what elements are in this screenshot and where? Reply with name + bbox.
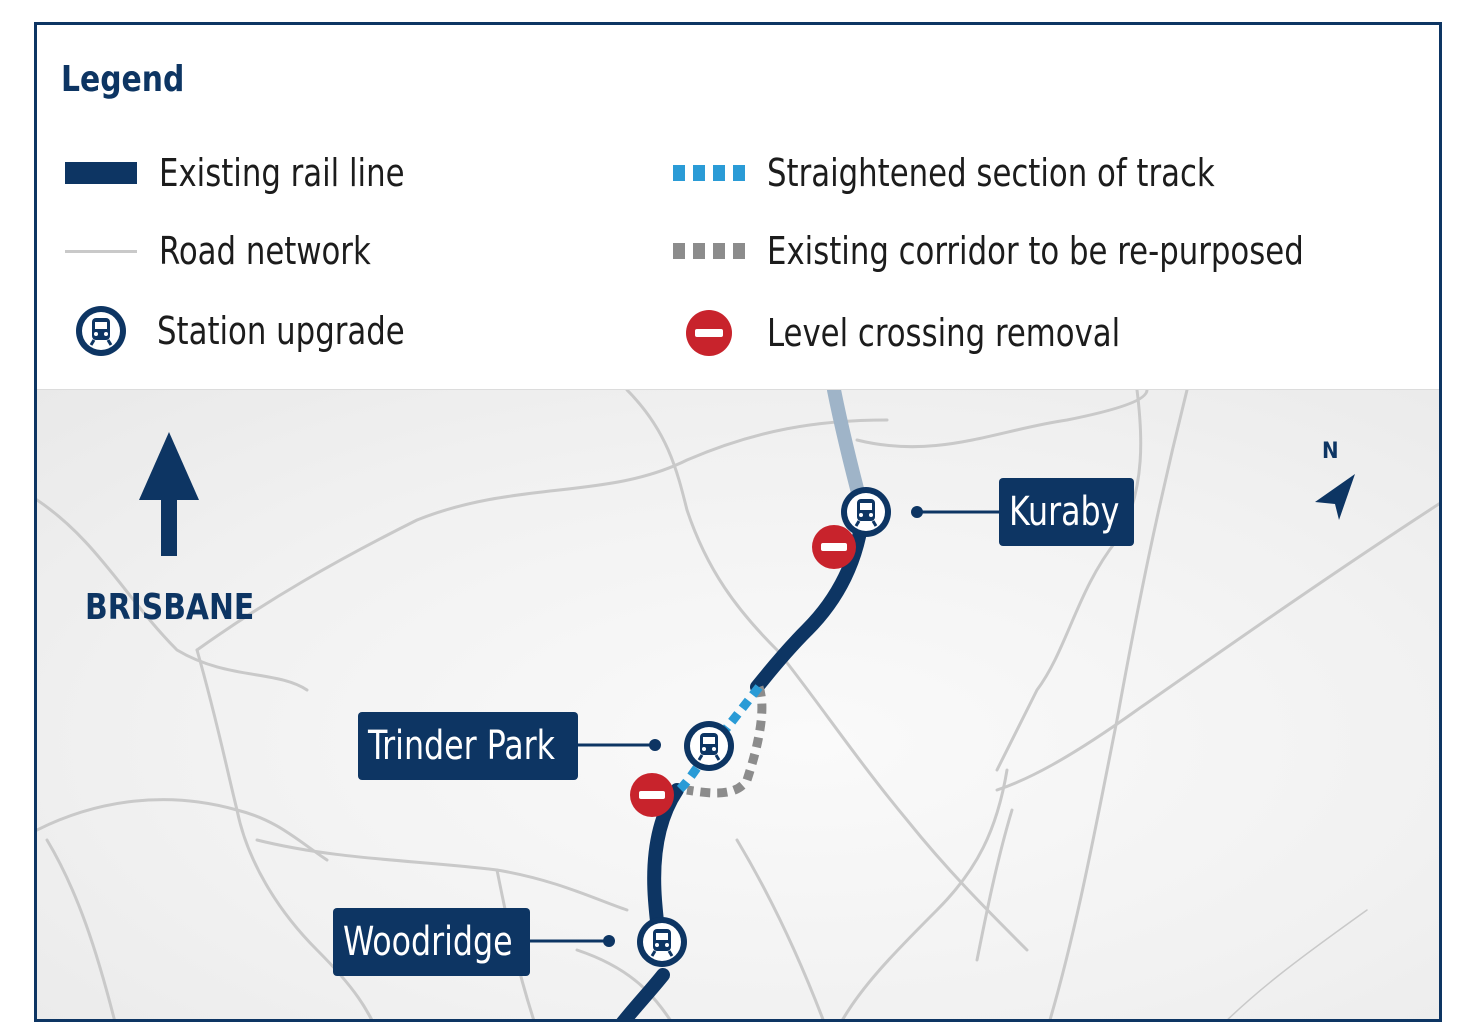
- trinder-park-station-icon[interactable]: [684, 721, 734, 771]
- grey-dashed-swatch: [673, 243, 745, 259]
- connector-dot: [603, 935, 615, 947]
- road: [995, 390, 1143, 772]
- legend-title: Legend: [61, 59, 185, 100]
- road: [37, 498, 309, 692]
- road: [255, 838, 629, 912]
- map-area: Kuraby Trinder Park Woodridge: [37, 390, 1439, 1019]
- station-label-trinder-park[interactable]: Trinder Park: [358, 712, 578, 780]
- brisbane-direction-label: BRISBANE: [85, 587, 255, 628]
- road-line-swatch: [65, 249, 137, 253]
- map-canvas: [37, 390, 1439, 1019]
- legend-label: Level crossing removal: [767, 311, 1121, 355]
- existing-rail-line: [616, 968, 670, 1019]
- no-entry-icon: [686, 310, 732, 356]
- road: [37, 798, 329, 862]
- legend-panel: Legend Existing rail line Road network S…: [37, 25, 1439, 390]
- connector-dot: [649, 739, 661, 751]
- rail-line-swatch: [65, 162, 137, 184]
- map-frame: Legend Existing rail line Road network S…: [34, 22, 1442, 1022]
- woodridge-station-icon[interactable]: [637, 917, 687, 967]
- train-station-icon: [76, 306, 126, 356]
- legend-label: Existing rail line: [159, 151, 405, 195]
- brisbane-arrow-icon: [139, 432, 199, 556]
- road: [1227, 909, 1368, 1019]
- road: [575, 948, 672, 1019]
- road: [45, 838, 116, 1019]
- legend-item-straightened-track: Straightened section of track: [673, 147, 1264, 199]
- blue-dashed-swatch: [673, 165, 745, 181]
- legend-item-level-crossing: Level crossing removal: [685, 307, 1159, 359]
- legend-label: Station upgrade: [157, 309, 405, 353]
- existing-corridor-dashed: [686, 685, 767, 798]
- road: [195, 418, 889, 652]
- legend-label: Road network: [159, 229, 371, 273]
- connector-dot: [911, 506, 923, 518]
- level-crossing-removal-icon[interactable]: [812, 525, 856, 569]
- legend-item-road-network: Road network: [65, 225, 394, 277]
- legend-item-station-upgrade: Station upgrade: [75, 305, 432, 357]
- legend-label: Straightened section of track: [767, 151, 1215, 195]
- north-label: N: [1322, 439, 1339, 464]
- station-label-kuraby[interactable]: Kuraby: [999, 478, 1134, 546]
- station-label-woodridge[interactable]: Woodridge: [333, 908, 530, 976]
- existing-rail-line: [750, 503, 870, 694]
- level-crossing-removal-icon[interactable]: [630, 773, 674, 817]
- road: [995, 502, 1439, 792]
- legend-item-existing-rail: Existing rail line: [65, 147, 432, 199]
- road: [195, 648, 374, 1019]
- legend-label: Existing corridor to be re-purposed: [767, 229, 1304, 273]
- north-arrow-icon: [1315, 474, 1355, 520]
- kuraby-station-icon[interactable]: [841, 487, 891, 537]
- road: [735, 838, 825, 1019]
- road: [625, 390, 1029, 952]
- road: [841, 768, 1009, 1019]
- road: [1048, 390, 1189, 1019]
- road: [855, 390, 1149, 449]
- road: [975, 808, 1014, 962]
- legend-item-existing-corridor: Existing corridor to be re-purposed: [673, 225, 1363, 277]
